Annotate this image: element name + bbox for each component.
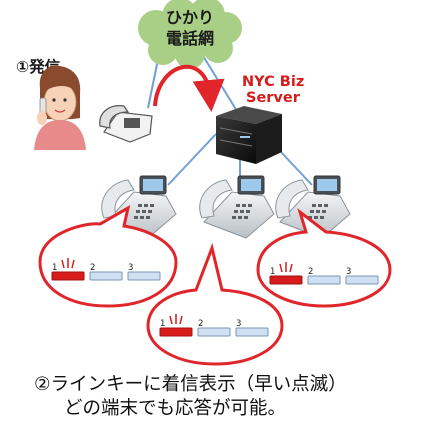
line-keys-middle: 1 2 3 [159,314,269,337]
server-label-line2: Server [246,90,301,106]
line-key [127,271,161,281]
line-key-lit [159,327,193,337]
line-key-number: 3 [128,263,133,273]
line-keys-left: 1 2 3 [51,258,161,281]
line-key [235,327,269,337]
line-key [89,271,123,281]
extension-phone-middle [199,175,275,239]
link-server-to-left-phone [167,133,217,186]
line-key [307,275,341,285]
line-key-lit [51,271,85,281]
incoming-call-arrow [153,64,225,112]
caller-person-illustration [34,65,86,150]
line-key-number: 2 [198,319,203,329]
nyc-biz-server-icon [216,106,282,164]
line-key-number: 2 [90,263,95,273]
line-key-number: 1 [52,263,57,273]
line-key-number: 1 [160,319,165,329]
callout-left [38,205,178,308]
line-key-number: 3 [346,267,351,277]
caption-line2: どの端末でも応答が可能。 [64,398,287,419]
hikari-network-cloud: ひかり 電話網 [138,0,242,69]
caption-line1: ②ラインキーに着信表示（早い点滅） [34,374,347,395]
line-key [197,327,231,337]
server-label-line1: NYC Biz [242,74,304,90]
line-key [345,275,379,285]
cloud-label-line2: 電話網 [166,29,214,48]
blink-indicator-icon [279,262,293,273]
blink-indicator-icon [169,314,183,325]
line-key-lit [269,275,303,285]
cloud-label-line1: ひかり [166,8,214,27]
line-key-number: 2 [308,267,313,277]
line-key-number: 1 [270,267,275,277]
line-key-number: 3 [236,319,241,329]
blink-indicator-icon [61,258,75,269]
caller-telephone-icon [99,105,153,143]
line-keys-right: 1 2 3 [269,262,379,285]
